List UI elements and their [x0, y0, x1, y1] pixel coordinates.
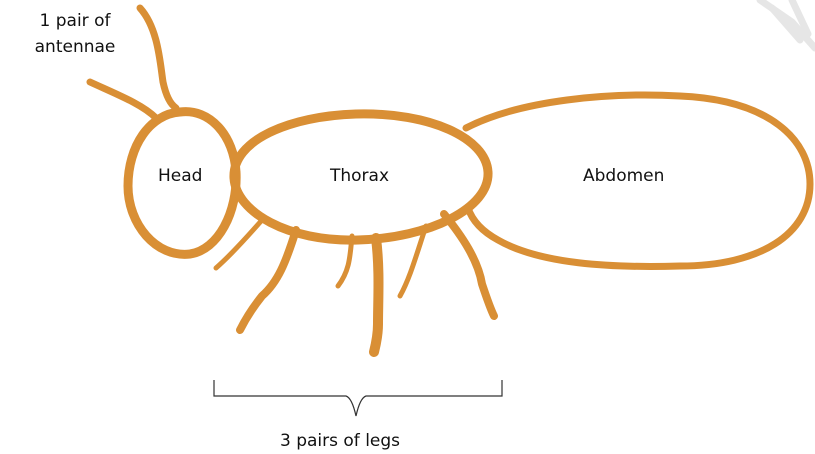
antenna-upper — [140, 8, 176, 108]
antenna-lower — [90, 82, 156, 118]
abdomen-label: Abdomen — [583, 163, 664, 189]
thorax-label: Thorax — [330, 163, 389, 189]
watermark-icon — [760, 0, 815, 48]
antennae-label: 1 pair of antennae — [20, 8, 130, 60]
legs-bracket — [214, 380, 502, 416]
legs-label: 3 pairs of legs — [280, 428, 400, 454]
leg-left-lower — [240, 230, 296, 330]
head-label: Head — [158, 163, 202, 189]
leg-middle-lower — [374, 238, 379, 352]
